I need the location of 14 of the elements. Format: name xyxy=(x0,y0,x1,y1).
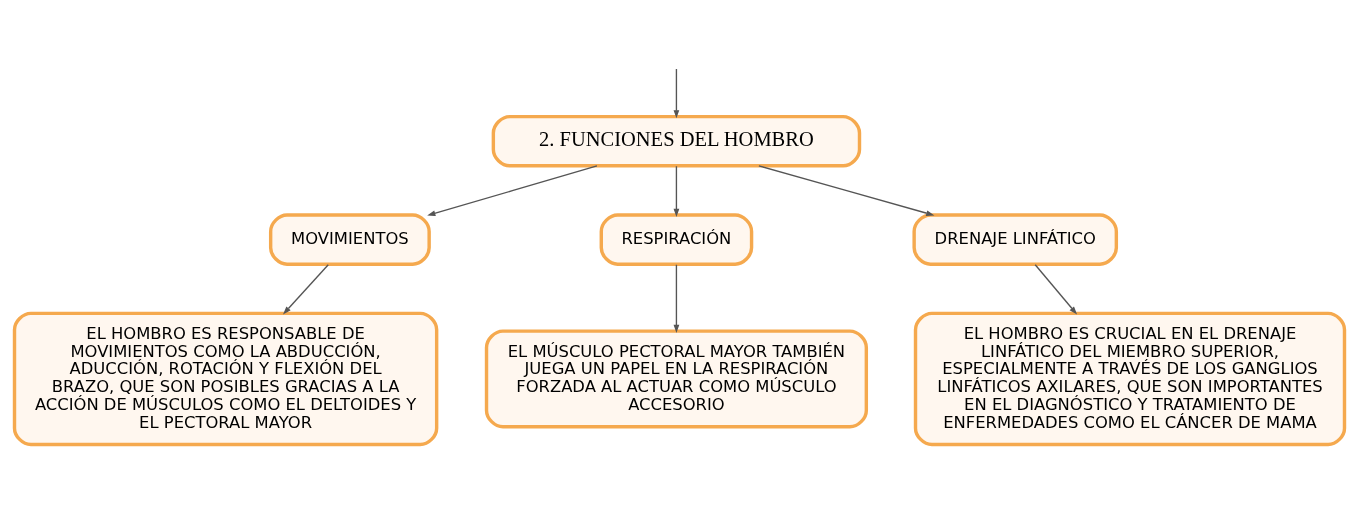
arrow xyxy=(1034,263,1078,315)
node-box: 2. FUNCIONES DEL HOMBRO xyxy=(491,114,862,168)
node-box: EL HOMBRO ES CRUCIAL EN EL DRENAJE LINFÁTICO DEL MIEMBRO SUPERIOR, ESPECIALMENTE A TRAVÉS DE LOS GANGLIOS LINFÁTICOS AXILARES, QUE SON IMPORTANTES EN EL DIAGNÓSTICO Y TRATAMIENTO DE ENFERMEDADES COMO EL CÁNCER DE MAMA xyxy=(913,311,1347,446)
node-box: EL MÚSCULO PECTORAL MAYOR TAMBIÉN JUEGA UN PAPEL EN LA RESPIRACIÓN FORZADA AL ACTUAR COMO MÚSCULO ACCESORIO xyxy=(484,328,869,428)
arrow xyxy=(427,164,598,216)
arrow xyxy=(673,165,680,217)
node-box: EL HOMBRO ES RESPONSABLE DE MOVIMIENTOS COMO LA ABDUCCIÓN, ADUCCIÓN, ROTACIÓN Y FLEXIÓN DEL BRAZO, QUE SON POSIBLES GRACIAS A LA ACCIÓN DE MÚSCULOS COMO EL DELTOIDES Y EL PECTORAL MAYOR xyxy=(12,311,439,446)
arrow xyxy=(758,164,935,216)
node-box: RESPIRACIÓN xyxy=(599,212,754,266)
node-box: DRENAJE LINFÁTICO xyxy=(912,212,1119,266)
arrow xyxy=(283,263,329,314)
arrow xyxy=(673,67,680,118)
node-box: MOVIMIENTOS xyxy=(268,212,431,266)
arrow xyxy=(673,263,680,333)
